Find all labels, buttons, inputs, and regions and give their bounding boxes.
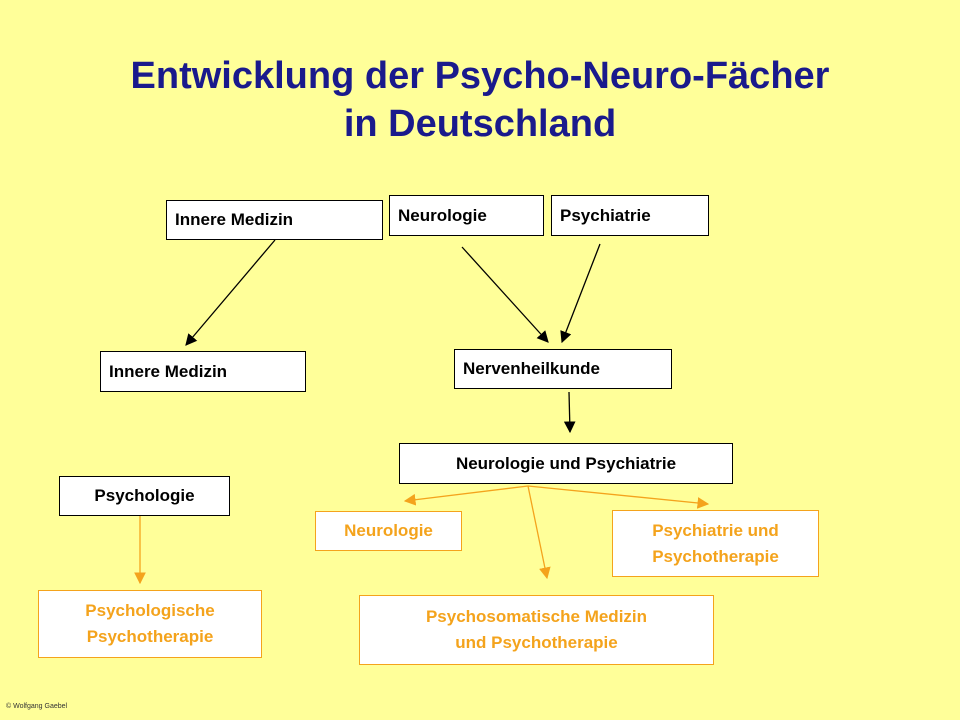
node-psychosomatische-medizin: Psychosomatische Medizin und Psychothera…	[359, 595, 714, 665]
arrow-to-psychosomatik	[527, 485, 551, 580]
node-neurologie-bottom: Neurologie	[315, 511, 462, 551]
copyright-text: © Wolfgang Gaebel	[6, 703, 68, 710]
arrow-innere-medizin	[185, 239, 276, 346]
page-title: Entwicklung der Psycho-Neuro-Fächer in D…	[0, 52, 960, 148]
node-neurologie-top: Neurologie	[389, 195, 544, 236]
node-psychiatrie-psychotherapie: Psychiatrie und Psychotherapie	[612, 510, 819, 577]
node-nervenheilkunde: Nervenheilkunde	[454, 349, 672, 389]
node-psychologie: Psychologie	[59, 476, 230, 516]
node-psychologische-psychotherapie: Psychologische Psychotherapie	[38, 590, 262, 658]
node-neurologie-und-psychiatrie: Neurologie und Psychiatrie	[399, 443, 733, 484]
arrow-to-neurologie	[403, 485, 529, 506]
arrow-neurologie-to-nervenheilkunde	[461, 246, 549, 343]
arrow-nervenheilkunde-to-neurologie-psychiatrie	[563, 391, 576, 434]
title-line-2: in Deutschland	[343, 103, 617, 145]
arrow-to-psychiatrie-psychotherapie	[527, 485, 710, 509]
arrow-psychiatrie-to-nervenheilkunde	[560, 243, 601, 344]
node-innere-medizin-top: Innere Medizin	[166, 200, 383, 240]
node-psychiatrie-top: Psychiatrie	[551, 195, 709, 236]
node-innere-medizin-mid: Innere Medizin	[100, 351, 306, 392]
title-line-1: Entwicklung der Psycho-Neuro-Fächer	[130, 55, 830, 97]
